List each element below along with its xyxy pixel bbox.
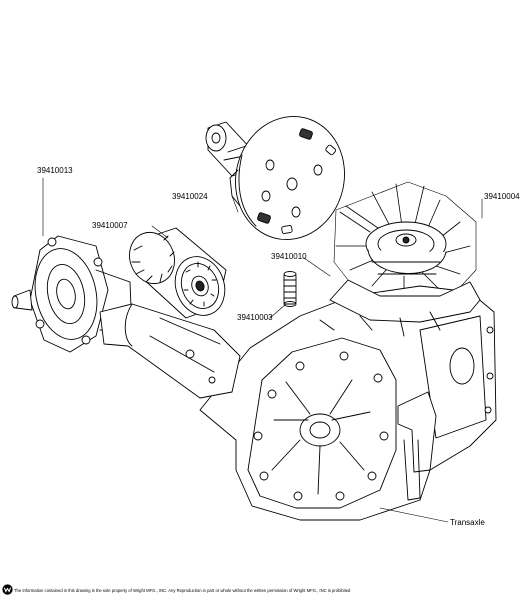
leader-39410007 — [151, 225, 169, 239]
part-number-39410013: 39410013 — [37, 166, 73, 175]
leader-transaxle — [379, 507, 449, 523]
leader-39410003 — [269, 303, 287, 319]
part-number-39410004: 39410004 — [484, 192, 520, 201]
part-number-39410003: 39410003 — [237, 313, 273, 322]
transaxle-body — [99, 279, 497, 521]
fitting-part — [283, 271, 297, 307]
part-number-39410010: 39410010 — [271, 252, 307, 261]
part-number-39410007: 39410007 — [92, 221, 128, 230]
copyright-notice: The Information contained in this drawin… — [14, 588, 351, 593]
cooling-fan-part — [333, 181, 477, 305]
axle-hub-part — [11, 235, 133, 353]
wright-logo-icon — [2, 584, 13, 595]
fan-hub-part — [205, 115, 345, 241]
oil-filter-part — [129, 227, 227, 319]
part-number-39410024: 39410024 — [172, 192, 208, 201]
leader-39410024 — [231, 195, 239, 213]
leader-39410010 — [303, 257, 331, 277]
leader-lines — [42, 177, 483, 523]
transaxle-label: Transaxle — [450, 518, 485, 527]
